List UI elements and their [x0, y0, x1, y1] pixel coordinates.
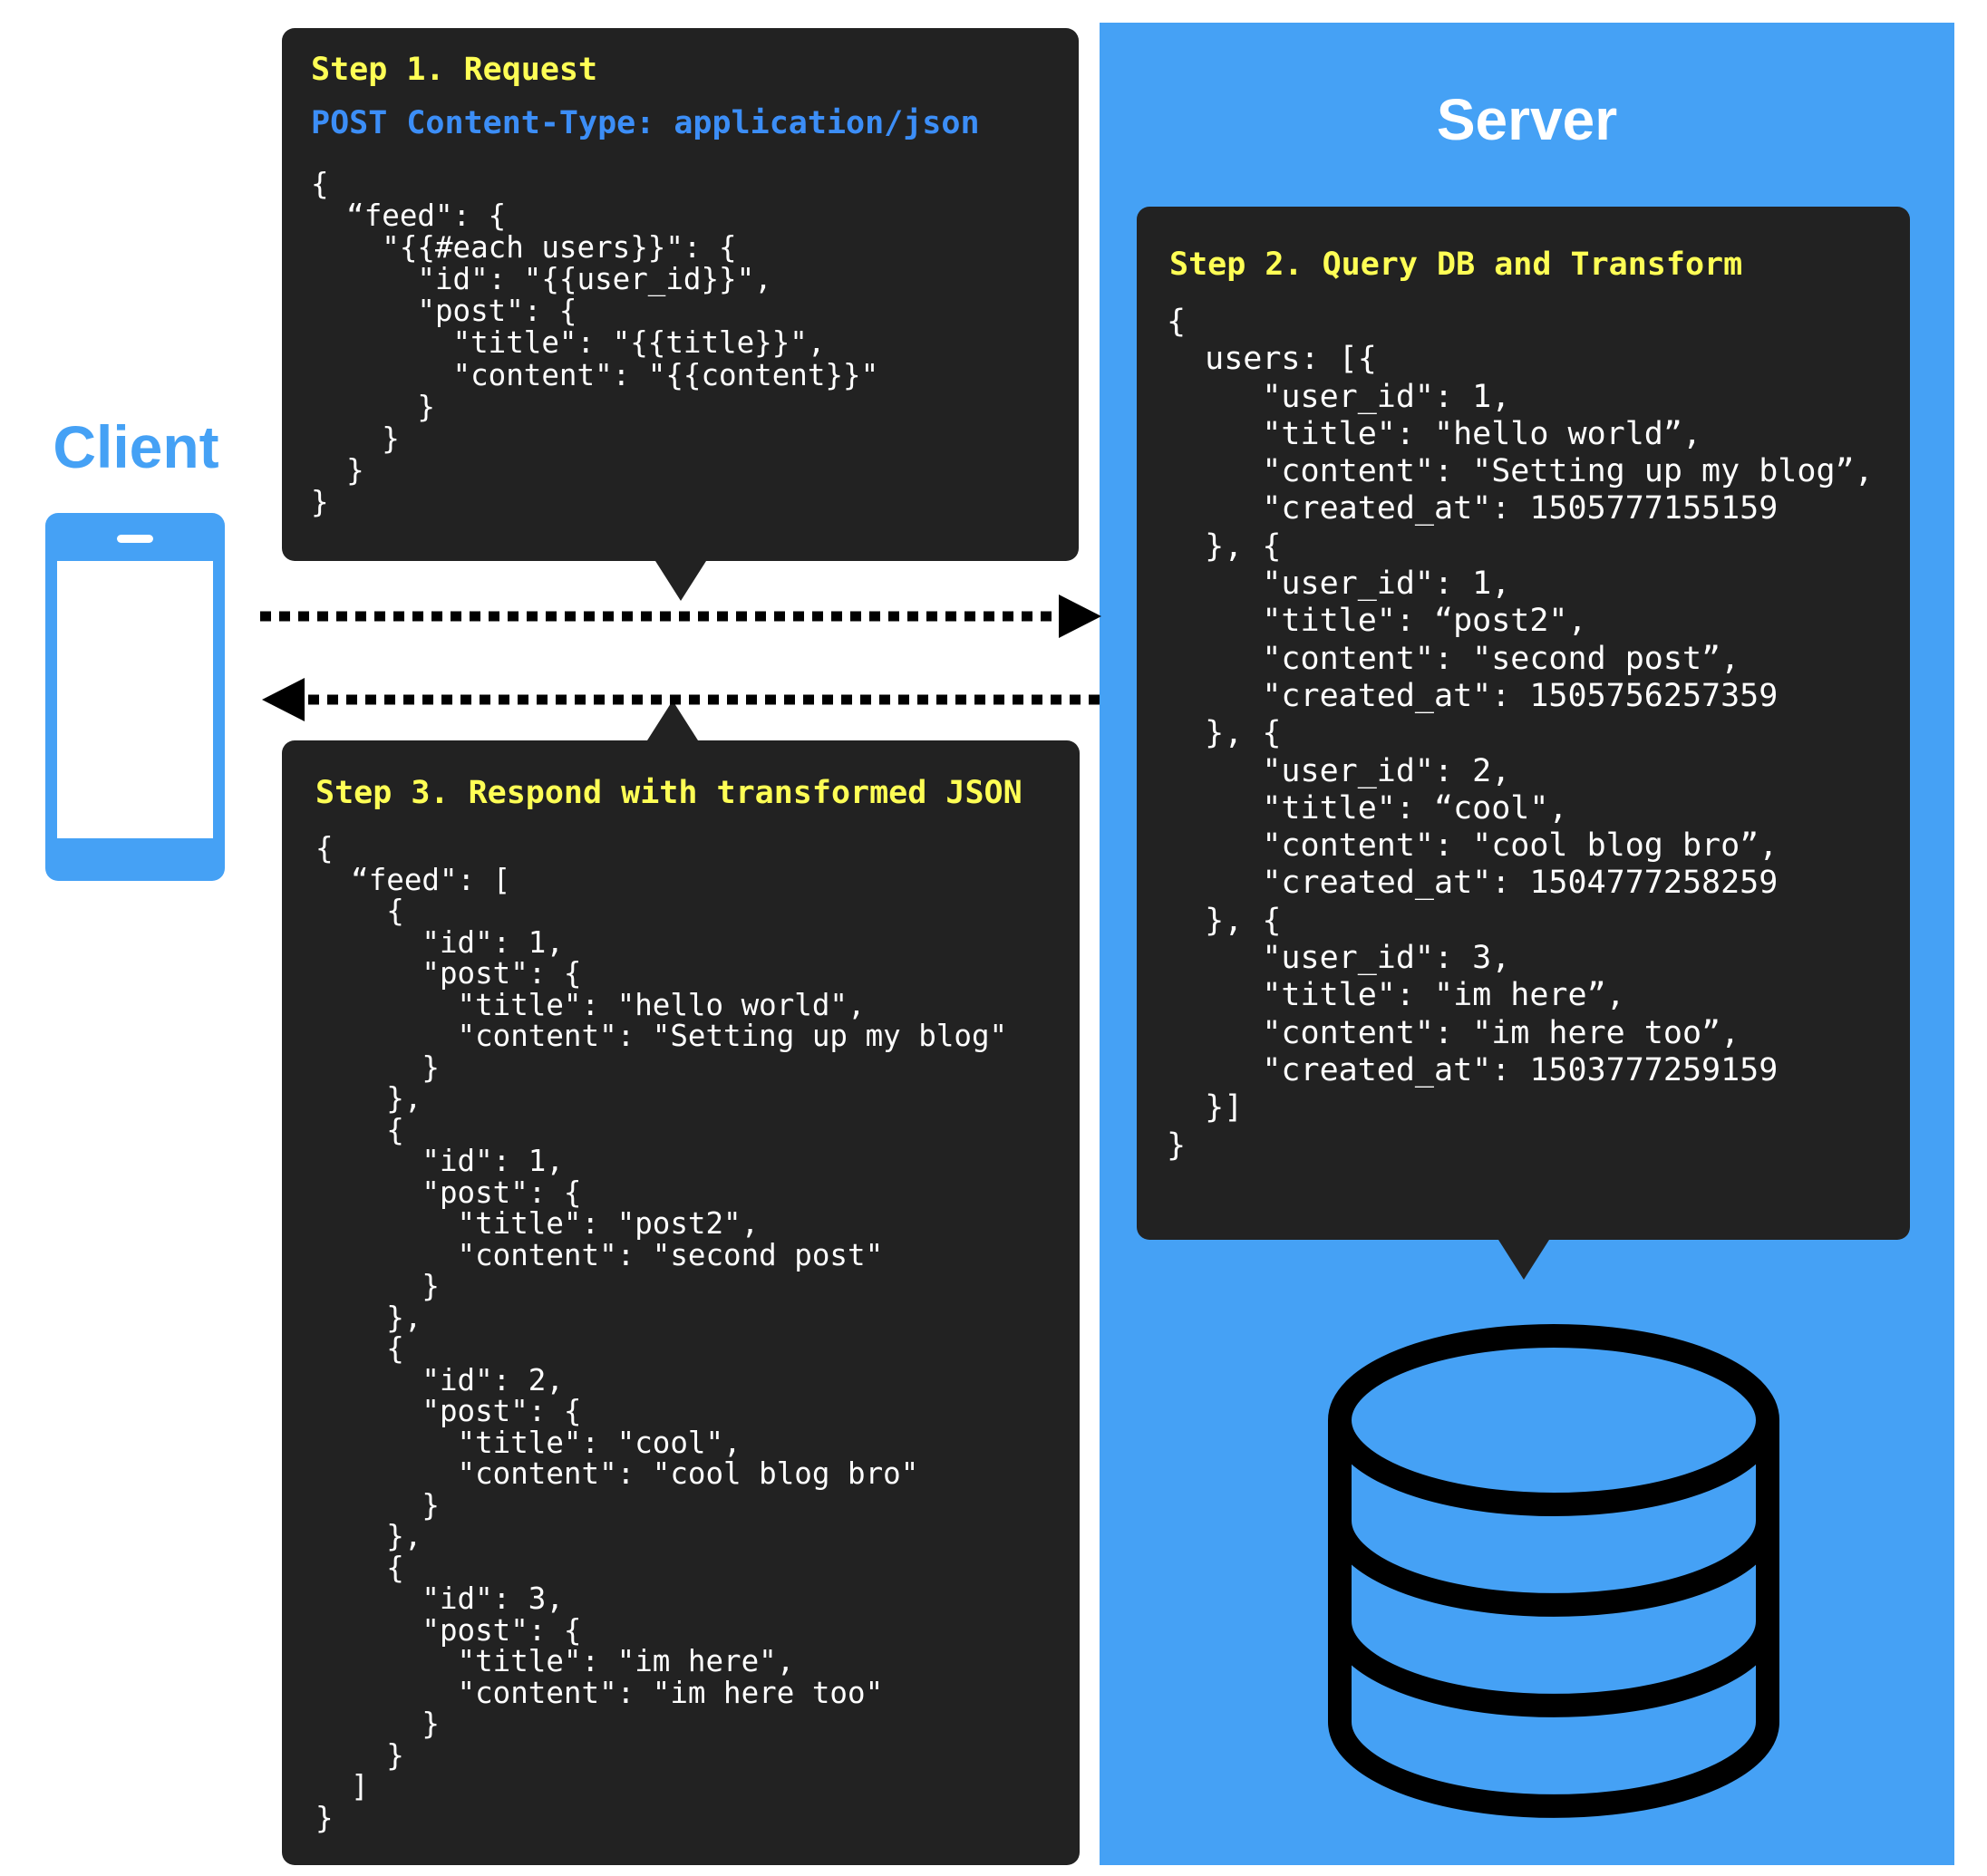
step3-bubble-pointer — [647, 701, 698, 740]
request-arrow-head — [1059, 595, 1101, 638]
client-label: Client — [53, 413, 219, 480]
response-arrow-head — [262, 678, 305, 721]
request-arrow — [260, 595, 1101, 638]
step3-response-code: { “feed": [ { "id": 1, "post": { "title"… — [315, 831, 1008, 1835]
response-arrow — [262, 678, 1100, 721]
step1-bubble-pointer — [655, 561, 706, 601]
step2-query-result-code: { users: [{ "user_id": 1, "title": "hell… — [1167, 304, 1874, 1164]
step3-response-bubble: Step 3. Respond with transformed JSON { … — [282, 701, 1080, 1865]
step1-subtitle: POST Content-Type: application/json — [311, 105, 980, 141]
database-icon — [1328, 1324, 1779, 1818]
database-outline — [1328, 1420, 1779, 1818]
step2-title: Step 2. Query DB and Transform — [1169, 247, 1743, 283]
server-title: Server — [1436, 87, 1618, 152]
step1-title: Step 1. Request — [311, 52, 598, 88]
step2-bubble-pointer — [1498, 1240, 1549, 1280]
database-band-upper — [1328, 1520, 1779, 1617]
step1-request-bubble: Step 1. Request POST Content-Type: appli… — [282, 28, 1079, 601]
database-band-lower — [1328, 1620, 1779, 1717]
step1-request-code: { “feed": { "{{#each users}}": { "id": "… — [311, 167, 879, 519]
step3-title: Step 3. Respond with transformed JSON — [315, 775, 1023, 811]
smartphone-icon — [45, 513, 225, 881]
database-top — [1328, 1324, 1779, 1516]
phone-speaker — [117, 535, 153, 543]
step2-query-bubble: Step 2. Query DB and Transform { users: … — [1137, 207, 1910, 1280]
phone-screen — [57, 561, 213, 838]
